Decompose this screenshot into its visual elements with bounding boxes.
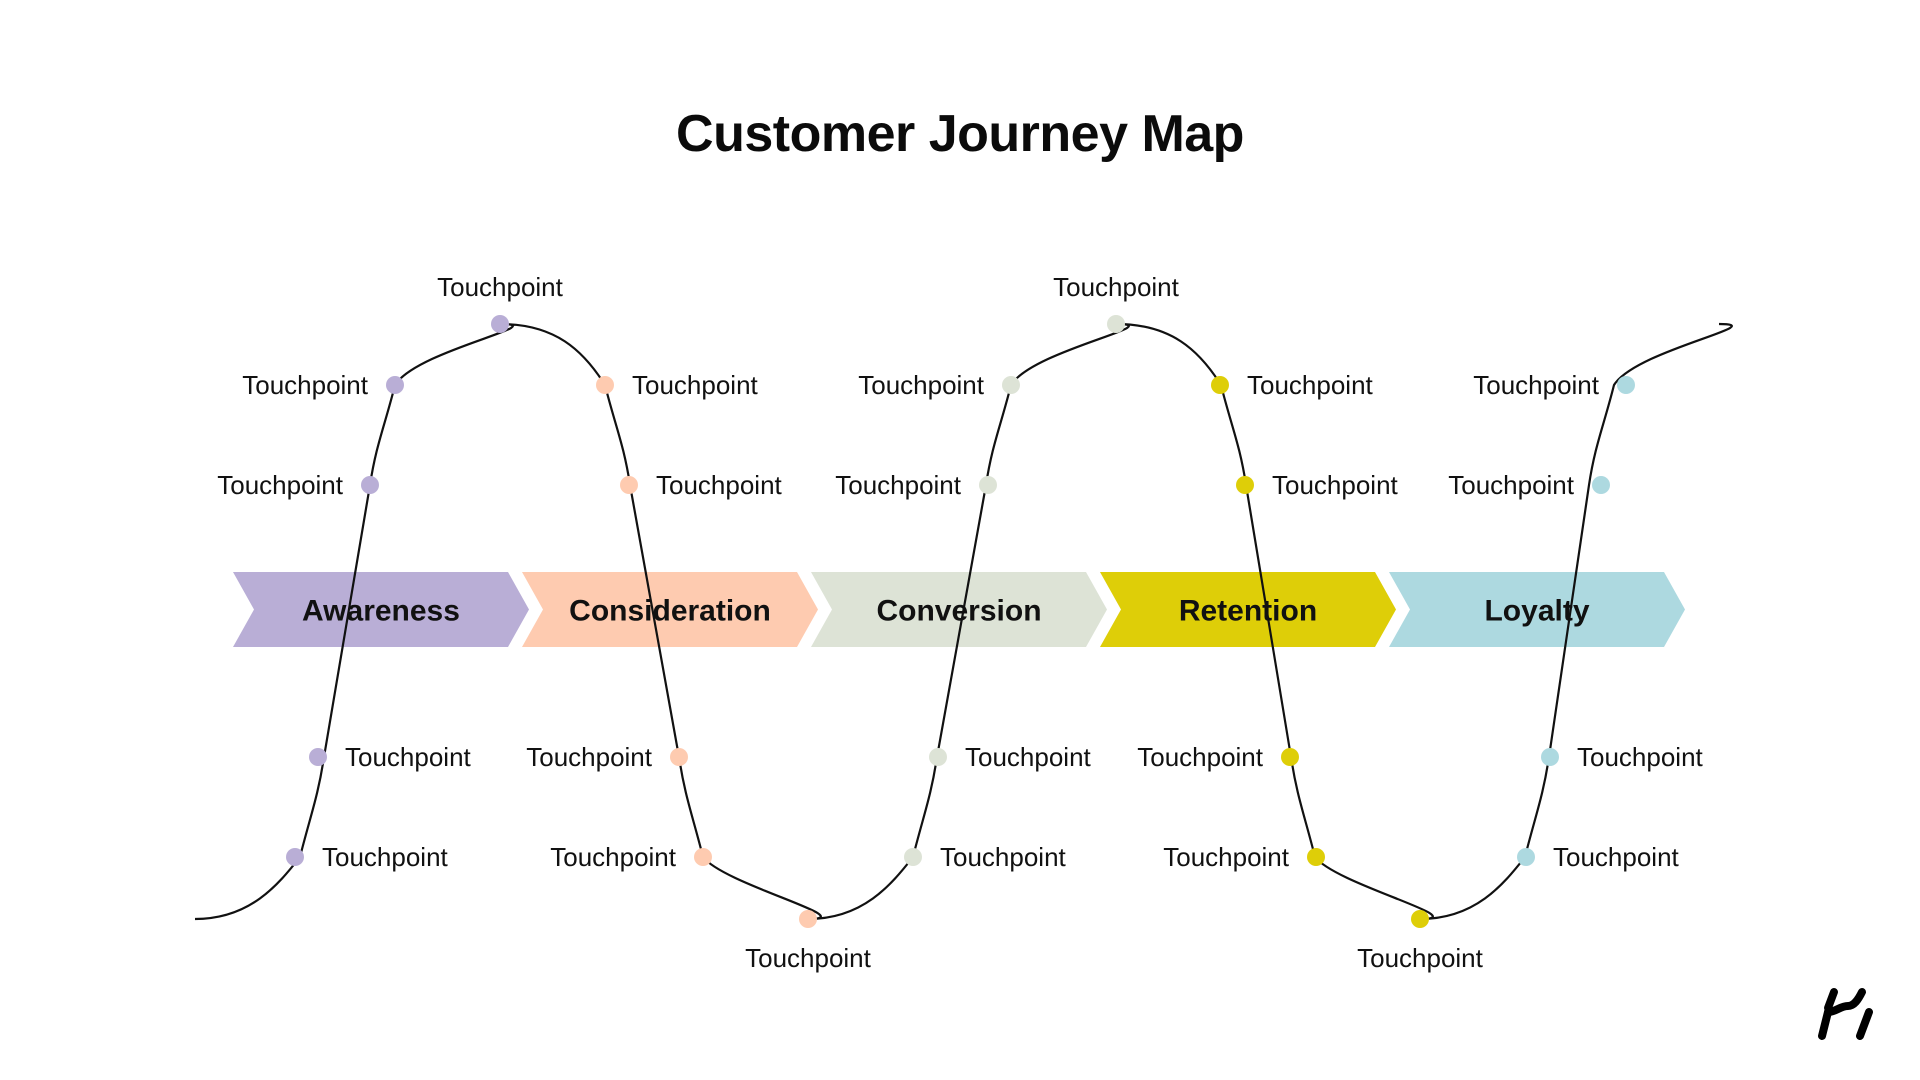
- touchpoint: Touchpoint: [1357, 910, 1484, 973]
- stage-label: Awareness: [302, 595, 460, 628]
- touchpoint-label: Touchpoint: [322, 842, 449, 872]
- stage-loyalty: Loyalty: [1389, 572, 1685, 647]
- touchpoint: Touchpoint: [526, 742, 688, 772]
- touchpoint: Touchpoint: [858, 370, 1020, 400]
- touchpoint: Touchpoint: [904, 842, 1067, 872]
- touchpoint-label: Touchpoint: [1163, 842, 1290, 872]
- touchpoint-label: Touchpoint: [242, 370, 369, 400]
- touchpoint: Touchpoint: [1236, 470, 1399, 500]
- touchpoint-label: Touchpoint: [858, 370, 985, 400]
- touchpoint-label: Touchpoint: [526, 742, 653, 772]
- stage-label: Conversion: [876, 595, 1041, 628]
- touchpoint-label: Touchpoint: [965, 742, 1092, 772]
- touchpoint: Touchpoint: [1517, 842, 1680, 872]
- touchpoint: Touchpoint: [620, 470, 783, 500]
- touchpoint-dot: [1002, 376, 1020, 394]
- touchpoint: Touchpoint: [217, 470, 379, 500]
- touchpoint-label: Touchpoint: [217, 470, 344, 500]
- touchpoint: Touchpoint: [1448, 470, 1610, 500]
- stage-conversion: Conversion: [811, 572, 1107, 647]
- stage-retention: Retention: [1100, 572, 1396, 647]
- stage-awareness: Awareness: [233, 572, 529, 647]
- touchpoint-dot: [1541, 748, 1559, 766]
- touchpoint-label: Touchpoint: [1053, 272, 1180, 302]
- stages: Awareness Consideration Conversion Retentio…: [233, 572, 1685, 647]
- touchpoint-dot: [596, 376, 614, 394]
- touchpoint-dot: [1411, 910, 1429, 928]
- touchpoint: Touchpoint: [309, 742, 472, 772]
- stage-label: Consideration: [569, 595, 771, 628]
- touchpoint-label: Touchpoint: [1577, 742, 1704, 772]
- touchpoint: Touchpoint: [242, 370, 404, 400]
- touchpoint-dot: [1517, 848, 1535, 866]
- touchpoint-label: Touchpoint: [940, 842, 1067, 872]
- stage-chevron: [811, 572, 1107, 647]
- touchpoint: Touchpoint: [835, 470, 997, 500]
- touchpoint-label: Touchpoint: [632, 370, 759, 400]
- touchpoint: Touchpoint: [1473, 370, 1635, 400]
- touchpoint-dot: [670, 748, 688, 766]
- touchpoint: Touchpoint: [1541, 742, 1704, 772]
- touchpoint-label: Touchpoint: [835, 470, 962, 500]
- touchpoint-dot: [286, 848, 304, 866]
- touchpoint: Touchpoint: [929, 742, 1092, 772]
- touchpoint: Touchpoint: [437, 272, 564, 333]
- touchpoint-dot: [979, 476, 997, 494]
- touchpoint-label: Touchpoint: [1553, 842, 1680, 872]
- touchpoint-dot: [1281, 748, 1299, 766]
- touchpoint-dot: [929, 748, 947, 766]
- touchpoint-label: Touchpoint: [1448, 470, 1575, 500]
- touchpoint-dot: [694, 848, 712, 866]
- touchpoint-dot: [491, 315, 509, 333]
- touchpoint-label: Touchpoint: [656, 470, 783, 500]
- touchpoint-dot: [361, 476, 379, 494]
- touchpoint: Touchpoint: [286, 842, 449, 872]
- touchpoint-dot: [1617, 376, 1635, 394]
- touchpoint-dot: [1211, 376, 1229, 394]
- touchpoint: Touchpoint: [1211, 370, 1374, 400]
- touchpoint: Touchpoint: [596, 370, 759, 400]
- touchpoint: Touchpoint: [550, 842, 712, 872]
- stage-chevron: [522, 572, 818, 647]
- touchpoint-dot: [620, 476, 638, 494]
- brand-logo-icon: [1818, 988, 1873, 1040]
- stage-chevron: [1100, 572, 1396, 647]
- touchpoint-dot: [1592, 476, 1610, 494]
- touchpoint-label: Touchpoint: [437, 272, 564, 302]
- touchpoint-dot: [904, 848, 922, 866]
- touchpoint-label: Touchpoint: [1272, 470, 1399, 500]
- touchpoint-dot: [799, 910, 817, 928]
- touchpoint-dot: [386, 376, 404, 394]
- page-title: Customer Journey Map: [676, 105, 1244, 163]
- stage-label: Loyalty: [1484, 595, 1589, 628]
- touchpoint-dot: [1236, 476, 1254, 494]
- touchpoint-label: Touchpoint: [550, 842, 677, 872]
- touchpoints: TouchpointTouchpointTouchpointTouchpoint…: [217, 272, 1703, 973]
- touchpoint-dot: [1307, 848, 1325, 866]
- touchpoint: Touchpoint: [1137, 742, 1299, 772]
- touchpoint-label: Touchpoint: [345, 742, 472, 772]
- touchpoint: Touchpoint: [745, 910, 872, 973]
- stage-consideration: Consideration: [522, 572, 818, 647]
- touchpoint-label: Touchpoint: [1473, 370, 1600, 400]
- touchpoint: Touchpoint: [1053, 272, 1180, 333]
- touchpoint-label: Touchpoint: [1247, 370, 1374, 400]
- touchpoint-label: Touchpoint: [1137, 742, 1264, 772]
- stage-chevron: [233, 572, 529, 647]
- stage-label: Retention: [1179, 595, 1317, 628]
- touchpoint-dot: [1107, 315, 1125, 333]
- stage-chevron: [1389, 572, 1685, 647]
- touchpoint-dot: [309, 748, 327, 766]
- touchpoint-label: Touchpoint: [745, 943, 872, 973]
- touchpoint-label: Touchpoint: [1357, 943, 1484, 973]
- touchpoint: Touchpoint: [1163, 842, 1325, 872]
